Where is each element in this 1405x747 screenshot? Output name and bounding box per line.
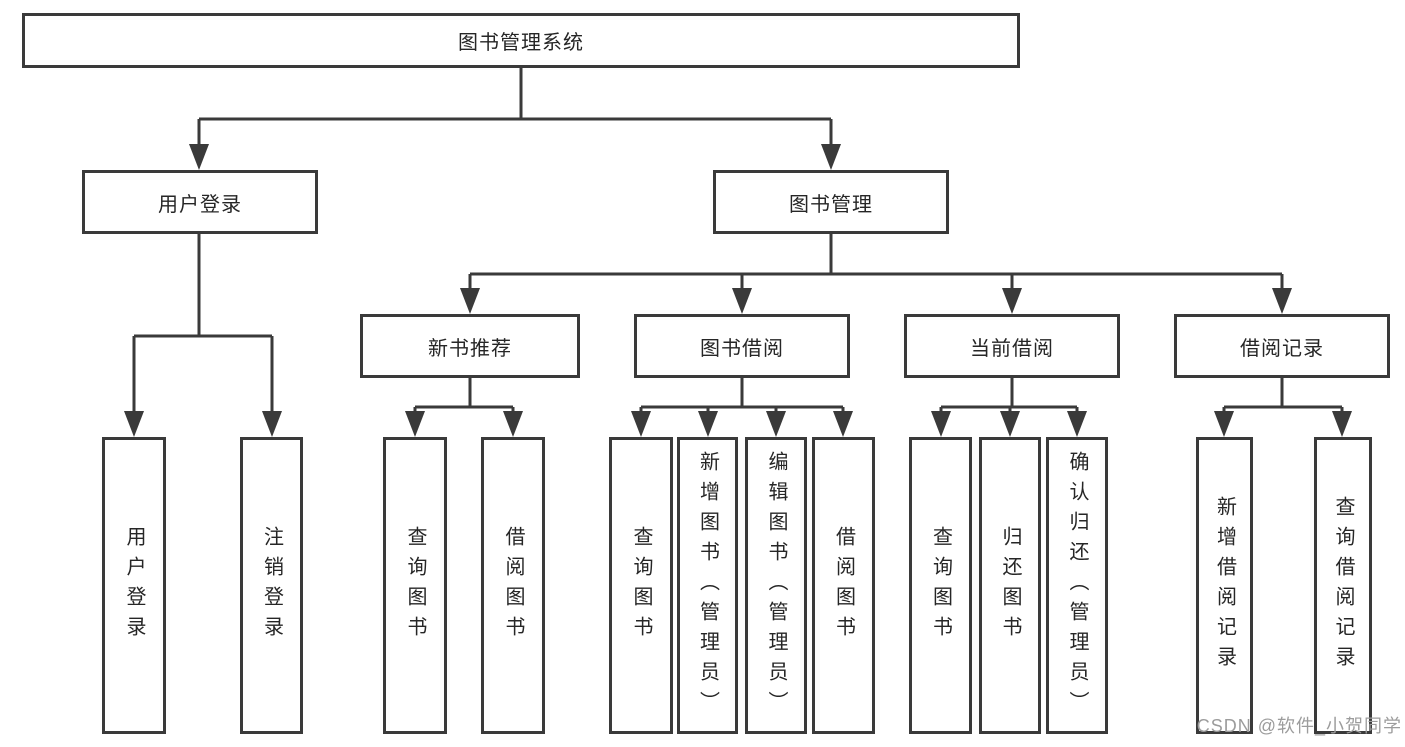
connectors-new-book-recommend (405, 378, 523, 437)
leaf-query-books-current: 查询图书 (909, 437, 972, 734)
node-new-book-recommend-label: 新书推荐 (428, 337, 512, 360)
leaf-logout: 注销登录 (240, 437, 303, 734)
connectors-root (189, 68, 841, 170)
node-book-management: 图书管理 (713, 170, 949, 234)
node-root: 图书管理系统 (22, 13, 1020, 68)
leaf-query-borrow-record-label: 查询借阅记录 (1332, 495, 1354, 676)
node-current-borrow: 当前借阅 (904, 314, 1120, 378)
leaf-user-login: 用户登录 (102, 437, 166, 734)
connectors-user-login (124, 234, 282, 437)
leaf-add-borrow-record-label: 新增借阅记录 (1213, 495, 1236, 676)
node-current-borrow-label: 当前借阅 (970, 337, 1054, 360)
leaf-query-books-borrow-label: 查询图书 (630, 525, 652, 646)
leaf-query-books-borrow: 查询图书 (609, 437, 673, 734)
leaf-edit-book-admin-label: 编辑图书（管理员） (765, 450, 787, 721)
leaf-return-books-label: 归还图书 (999, 525, 1021, 646)
leaf-add-book-admin-label: 新增图书（管理员） (696, 450, 719, 721)
node-book-borrow-label: 图书借阅 (700, 337, 784, 360)
leaf-confirm-return-admin-label: 确认归还（管理员） (1066, 450, 1088, 721)
leaf-query-books-recommend-label: 查询图书 (404, 525, 426, 646)
leaf-query-books-recommend: 查询图书 (383, 437, 447, 734)
leaf-borrow-books-label: 借阅图书 (832, 525, 855, 646)
leaf-query-books-current-label: 查询图书 (929, 525, 952, 646)
leaf-add-borrow-record: 新增借阅记录 (1196, 437, 1253, 734)
node-user-login: 用户登录 (82, 170, 318, 234)
connectors-book-borrow (631, 378, 853, 437)
leaf-user-login-label: 用户登录 (123, 525, 145, 646)
leaf-confirm-return-admin: 确认归还（管理员） (1046, 437, 1108, 734)
connectors-book-management (460, 234, 1292, 314)
leaf-borrow-books-recommend: 借阅图书 (481, 437, 545, 734)
leaf-borrow-books: 借阅图书 (812, 437, 875, 734)
leaf-return-books: 归还图书 (979, 437, 1041, 734)
node-book-management-label: 图书管理 (789, 193, 873, 216)
node-borrow-records: 借阅记录 (1174, 314, 1390, 378)
leaf-borrow-books-recommend-label: 借阅图书 (502, 525, 524, 646)
node-new-book-recommend: 新书推荐 (360, 314, 580, 378)
csdn-watermark: CSDN @软件_小贺同学 (1196, 716, 1402, 736)
node-borrow-records-label: 借阅记录 (1240, 337, 1324, 360)
leaf-add-book-admin: 新增图书（管理员） (677, 437, 738, 734)
leaf-edit-book-admin: 编辑图书（管理员） (745, 437, 807, 734)
leaf-query-borrow-record: 查询借阅记录 (1314, 437, 1372, 734)
node-book-borrow: 图书借阅 (634, 314, 850, 378)
node-user-login-label: 用户登录 (158, 193, 242, 216)
leaf-logout-label: 注销登录 (260, 525, 283, 646)
node-root-label: 图书管理系统 (458, 32, 584, 54)
connectors-borrow-records (1214, 378, 1352, 437)
connectors-current-borrow (931, 378, 1087, 437)
